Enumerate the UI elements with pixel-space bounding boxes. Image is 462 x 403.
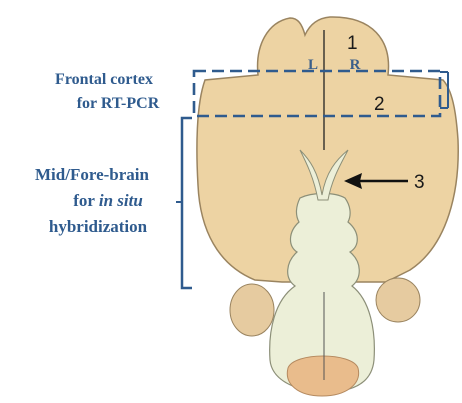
midbrain-bracket [182,118,192,288]
right-marker: R [350,57,361,73]
midbrain-label-prefix: for [73,191,99,210]
midbrain-label-line1: Mid/Fore-brain [35,165,149,184]
midbrain-label-italic: in situ [99,191,143,210]
midbrain-label-line3: hybridization [49,217,148,236]
marker-2: 2 [374,94,385,115]
bottom-bulb [287,356,358,396]
left-lateral-lobe [230,284,274,336]
right-lateral-lobe [376,278,420,322]
marker-3: 3 [414,172,425,193]
frontal-label-line2: for RT-PCR [77,95,160,112]
frontal-label-line1: Frontal cortex [55,71,153,88]
midbrain-label-line2: for in situ [73,191,143,210]
marker-1: 1 [347,33,358,54]
left-marker: L [308,57,318,73]
